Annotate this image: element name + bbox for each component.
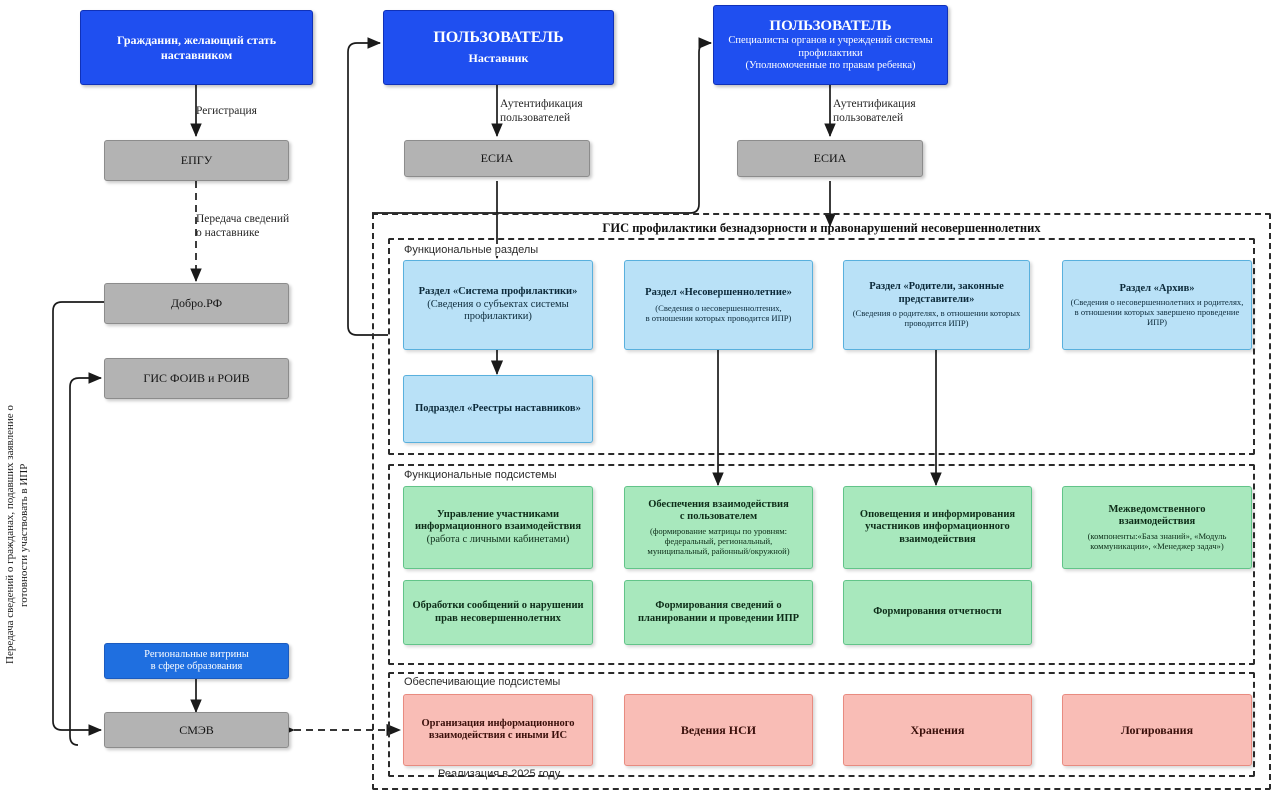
- subsystem-obespecheniya-vzaimodeystviya[interactable]: Обеспечения взаимодействия с пользовател…: [624, 486, 813, 569]
- subsystem-desc: (формирование матрицы по уровням: федера…: [647, 525, 790, 556]
- actor-user-specialist-title: ПОЛЬЗОВАТЕЛЬ: [769, 17, 892, 34]
- actor-citizen[interactable]: Гражданин, желающий стать наставником: [80, 10, 313, 85]
- gis-container: [372, 213, 1271, 790]
- functional-subsystems-group: [388, 464, 1255, 665]
- system-esia-right-label: ЕСИА: [813, 151, 847, 166]
- system-epgu[interactable]: ЕПГУ: [104, 140, 289, 181]
- section-arhiv[interactable]: Раздел «Архив» (Сведения о несовершеннол…: [1062, 260, 1252, 350]
- support-vedeniya-nsi[interactable]: Ведения НСИ: [624, 694, 813, 766]
- subsystem-title: Формирования отчетности: [873, 606, 1002, 618]
- subsection-title: Подраздел «Реестры наставников»: [415, 402, 581, 414]
- section-nesovershennoletnie[interactable]: Раздел «Несовершеннолетние» (Сведения о …: [624, 260, 813, 350]
- actor-user-specialist-line3: профилактики: [798, 47, 863, 59]
- system-smev-label: СМЭВ: [179, 722, 214, 737]
- subsystem-mezhvedomstvennogo-vzaimodeystviya[interactable]: Межведомственного взаимодействия (компон…: [1062, 486, 1252, 569]
- support-subsystems-group: [388, 672, 1255, 777]
- subsystem-title: Управление участниками информационного в…: [414, 508, 582, 533]
- subsystem-formirovaniya-otchetnosti[interactable]: Формирования отчетности: [843, 580, 1032, 645]
- support-logirovaniya[interactable]: Логирования: [1062, 694, 1252, 766]
- system-gis-foiv-roiv-label: ГИС ФОИВ и РОИВ: [143, 371, 250, 386]
- system-dobro-rf-label: Добро.РФ: [170, 296, 223, 311]
- edge-label-registration: Регистрация: [196, 105, 257, 117]
- subsystem-desc: (компоненты:«База знаний», «Модуль комму…: [1087, 530, 1227, 551]
- section-desc: (Сведения о несовершеннолетних и родител…: [1070, 296, 1244, 328]
- actor-citizen-title: Гражданин, желающий стать наставником: [116, 33, 277, 62]
- subsystem-obrabotki-soobshcheniy[interactable]: Обработки сообщений о нарушении прав нес…: [403, 580, 593, 645]
- support-title: Логирования: [1120, 722, 1194, 737]
- actor-user-mentor[interactable]: ПОЛЬЗОВАТЕЛЬ Наставник: [383, 10, 614, 85]
- system-regional-showcases-line2: в сфере образования: [150, 661, 243, 672]
- subsystem-desc: (работа с личными кабинетами): [426, 533, 570, 545]
- support-title: Организация информационного взаимодейств…: [421, 717, 575, 741]
- section-title: Раздел «Система профилактики»: [418, 286, 578, 298]
- system-gis-foiv-roiv[interactable]: ГИС ФОИВ и РОИВ: [104, 358, 289, 399]
- subsystem-title: Обработки сообщений о нарушении прав нес…: [412, 600, 584, 624]
- section-sistema-profilaktiki[interactable]: Раздел «Система профилактики» (Сведения …: [403, 260, 593, 350]
- section-desc: (Сведения о субъектах системы профилакти…: [427, 298, 569, 323]
- actor-user-specialist-line4: (Уполномоченные по правам ребенка): [745, 60, 916, 72]
- support-organizaciya-vzaimodeystviya[interactable]: Организация информационного взаимодейств…: [403, 694, 593, 766]
- actor-user-specialist-line2: Специалисты органов и учреждений системы: [728, 35, 933, 47]
- functional-subsystems-label: Функциональные подсистемы: [400, 469, 561, 481]
- support-title: Ведения НСИ: [680, 722, 757, 737]
- edge-label-auth-left: Аутентификация пользователей: [500, 98, 583, 124]
- subsystem-title: Оповещения и информирования участников и…: [859, 508, 1016, 545]
- section-desc: (Сведения о родителях, в отношении котор…: [852, 308, 1021, 329]
- subsystem-title: Формирования сведений о планировании и п…: [637, 600, 800, 624]
- system-esia-right[interactable]: ЕСИА: [737, 140, 923, 177]
- section-title: Раздел «Несовершеннолетние»: [645, 287, 792, 299]
- section-roditeli-zakonnye-predstaviteli[interactable]: Раздел «Родители, законные представители…: [843, 260, 1030, 350]
- edge-label-transfer-mentor: Передача сведений о наставнике: [196, 213, 290, 239]
- actor-user-specialist[interactable]: ПОЛЬЗОВАТЕЛЬ Специалисты органов и учреж…: [713, 5, 948, 85]
- gis-container-title: ГИС профилактики безнадзорности и правон…: [602, 221, 1041, 235]
- system-esia-left[interactable]: ЕСИА: [404, 140, 590, 177]
- section-title: Раздел «Архив»: [1119, 282, 1195, 294]
- subsystem-upravlenie-uchastnikami[interactable]: Управление участниками информационного в…: [403, 486, 593, 569]
- system-esia-left-label: ЕСИА: [480, 151, 514, 166]
- subsystem-opoveshcheniya-informirovaniya[interactable]: Оповещения и информирования участников и…: [843, 486, 1032, 569]
- system-smev[interactable]: СМЭВ: [104, 712, 289, 748]
- subsystem-title: Межведомственного взаимодействия: [1108, 503, 1206, 528]
- subsection-reestry-nastavnikov[interactable]: Подраздел «Реестры наставников»: [403, 375, 593, 443]
- vertical-note-transfer: Передача сведений о гражданах, подавших …: [4, 405, 30, 665]
- section-desc: (Сведения о несовершеннолтених, в отноше…: [645, 302, 792, 323]
- system-regional-showcases-line1: Региональные витрины: [144, 648, 249, 660]
- section-title: Раздел «Родители, законные представители…: [869, 281, 1004, 305]
- actor-user-mentor-subtitle: Наставник: [468, 51, 529, 66]
- system-regional-showcases[interactable]: Региональные витрины в сфере образования: [104, 643, 289, 679]
- system-epgu-label: ЕПГУ: [180, 153, 213, 168]
- support-hraneniya[interactable]: Хранения: [843, 694, 1032, 766]
- support-title: Хранения: [910, 722, 965, 737]
- edge-label-auth-right: Аутентификация пользователей: [833, 98, 916, 124]
- support-subsystems-label: Обеспечивающие подсистемы: [400, 676, 565, 688]
- subsystem-formirovaniya-svedeniy-ipr[interactable]: Формирования сведений о планировании и п…: [624, 580, 813, 645]
- actor-user-mentor-title: ПОЛЬЗОВАТЕЛЬ: [433, 29, 564, 47]
- subsystem-title: Обеспечения взаимодействия с пользовател…: [648, 498, 789, 523]
- system-dobro-rf[interactable]: Добро.РФ: [104, 283, 289, 324]
- functional-sections-label: Функциональные разделы: [400, 244, 543, 256]
- functional-sections-group: [388, 238, 1255, 455]
- footnote-realization-2025: Реализация в 2025 году: [438, 768, 561, 780]
